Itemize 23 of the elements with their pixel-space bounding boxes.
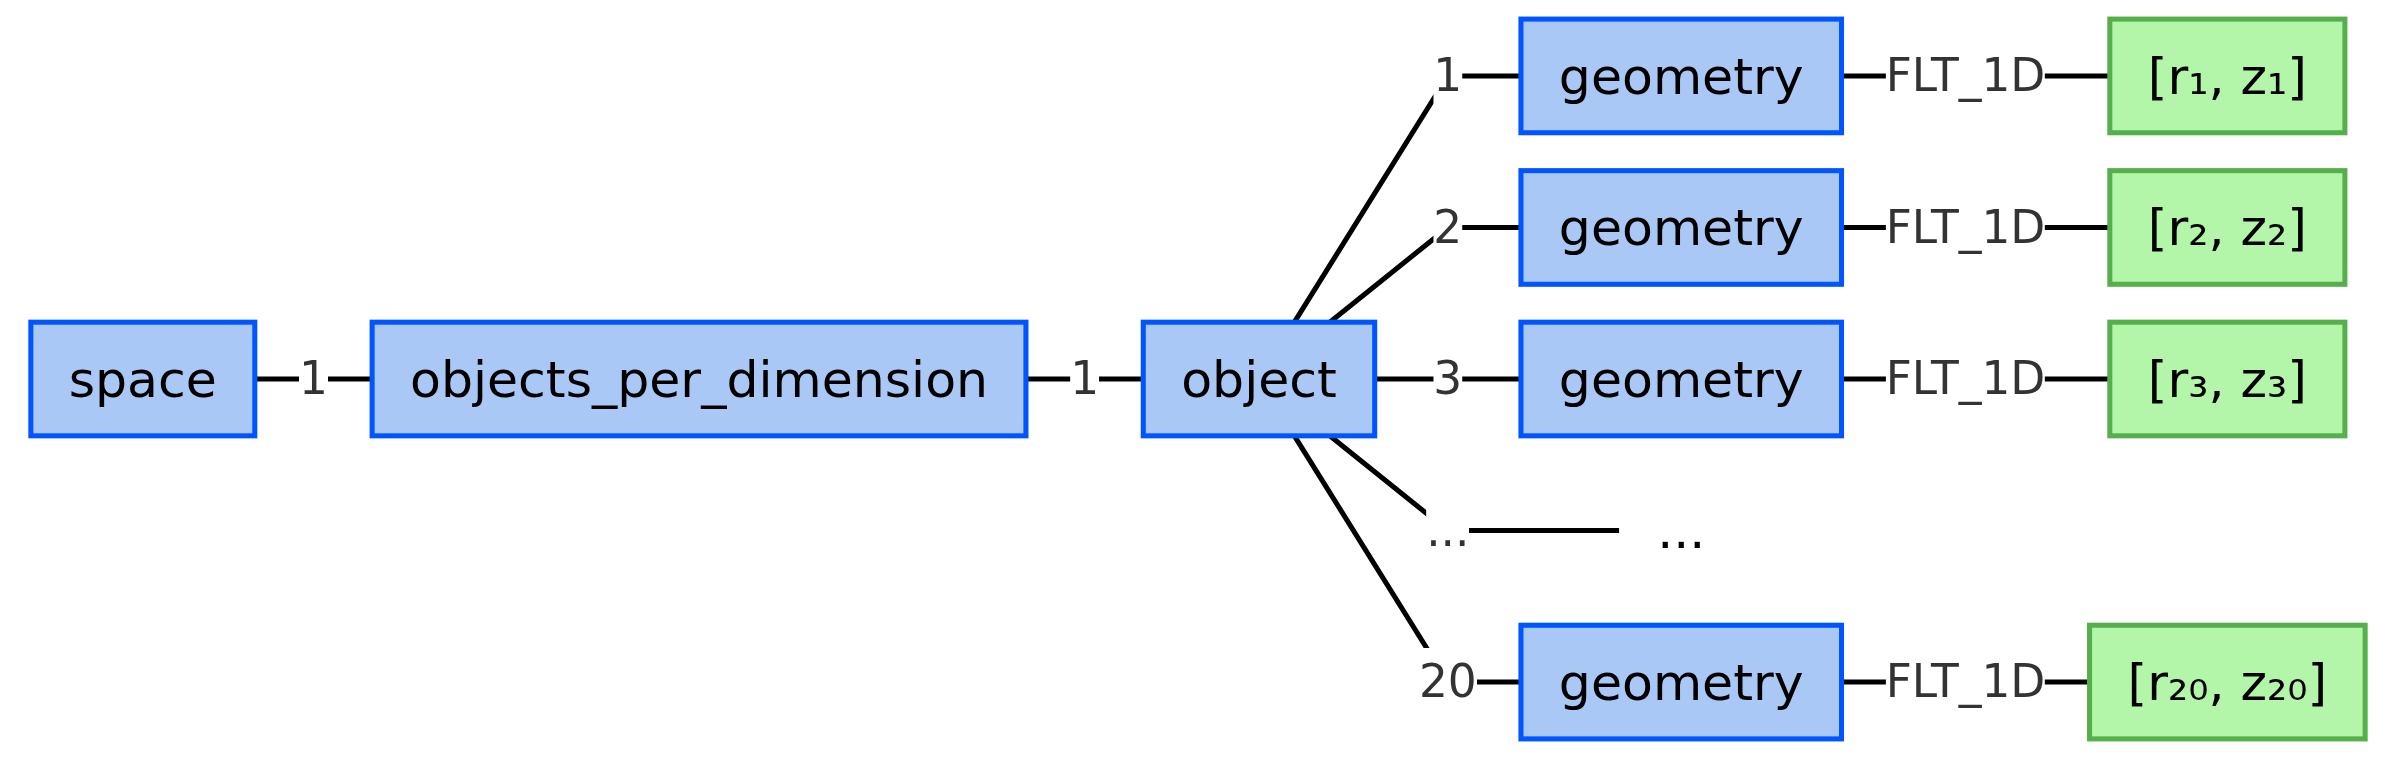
edge-label: FLT_1D xyxy=(1885,200,2045,253)
edge-label: 1 xyxy=(1069,352,1099,405)
edge-label: 2 xyxy=(1432,200,1462,253)
edge-label: ... xyxy=(1425,504,1470,556)
edge-label: FLT_1D xyxy=(1885,49,2045,102)
edge-label: 1 xyxy=(298,352,328,405)
node-box: geometry xyxy=(1517,16,1844,136)
node-box: [r₂, z₂] xyxy=(2106,168,2347,287)
edge-label: 1 xyxy=(1432,49,1462,102)
edge-label: 3 xyxy=(1432,352,1462,405)
node-box: space xyxy=(27,319,257,439)
node-box: geometry xyxy=(1517,168,1844,287)
node-box: object xyxy=(1140,319,1377,439)
node-box: [r₃, z₃] xyxy=(2106,319,2347,439)
node-box: [r₂₀, z₂₀] xyxy=(2086,622,2368,742)
edge-label: FLT_1D xyxy=(1885,352,2045,405)
edge-label: 20 xyxy=(1418,655,1477,708)
edge-label: FLT_1D xyxy=(1885,655,2045,708)
node-text: ... xyxy=(1656,501,1705,560)
node-box: [r₁, z₁] xyxy=(2106,16,2347,136)
node-box: geometry xyxy=(1517,319,1844,439)
node-box: geometry xyxy=(1517,622,1844,742)
node-box: objects_per_dimension xyxy=(369,319,1028,439)
